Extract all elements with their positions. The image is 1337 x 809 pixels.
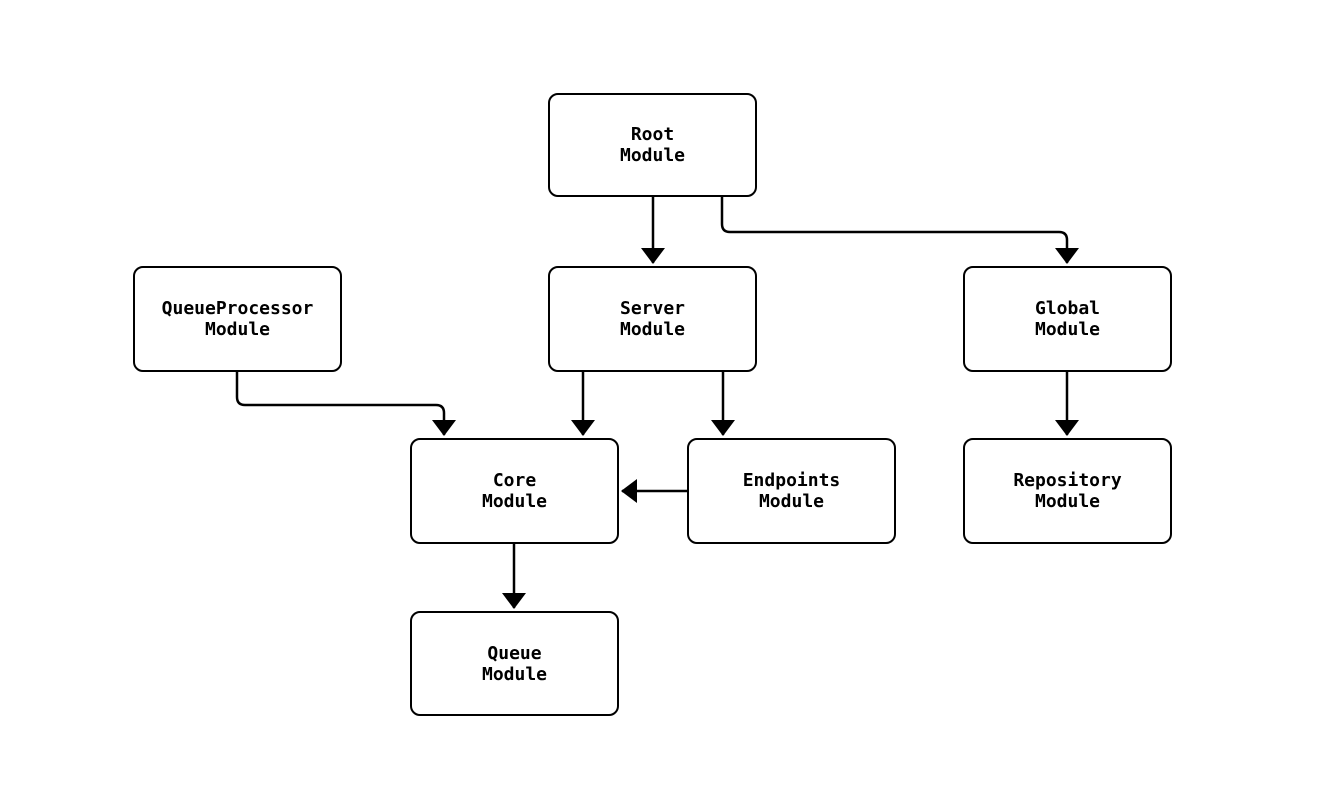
node-endpoints-module: Endpoints Module — [687, 438, 896, 544]
node-queueprocessor-label: QueueProcessor Module — [161, 298, 314, 340]
node-global-module: Global Module — [963, 266, 1172, 372]
node-queueprocessor-module: QueueProcessor Module — [133, 266, 342, 372]
node-queue-module: Queue Module — [410, 611, 619, 716]
node-repository-module: Repository Module — [963, 438, 1172, 544]
node-queue-label: Queue Module — [481, 642, 548, 685]
edge-root-to-global — [720, 197, 1079, 264]
node-endpoints-label: Endpoints Module — [742, 470, 841, 512]
node-repository-label: Repository Module — [1013, 470, 1122, 512]
node-server-label: Server Module — [619, 298, 686, 340]
node-root-label: Root Module — [619, 124, 686, 166]
node-server-module: Server Module — [548, 266, 757, 372]
node-core-label: Core Module — [481, 470, 548, 512]
node-global-label: Global Module — [1034, 298, 1101, 340]
node-root-module: Root Module — [548, 93, 757, 197]
edge-queueprocessor-to-core — [235, 372, 456, 436]
node-core-module: Core Module — [410, 438, 619, 544]
